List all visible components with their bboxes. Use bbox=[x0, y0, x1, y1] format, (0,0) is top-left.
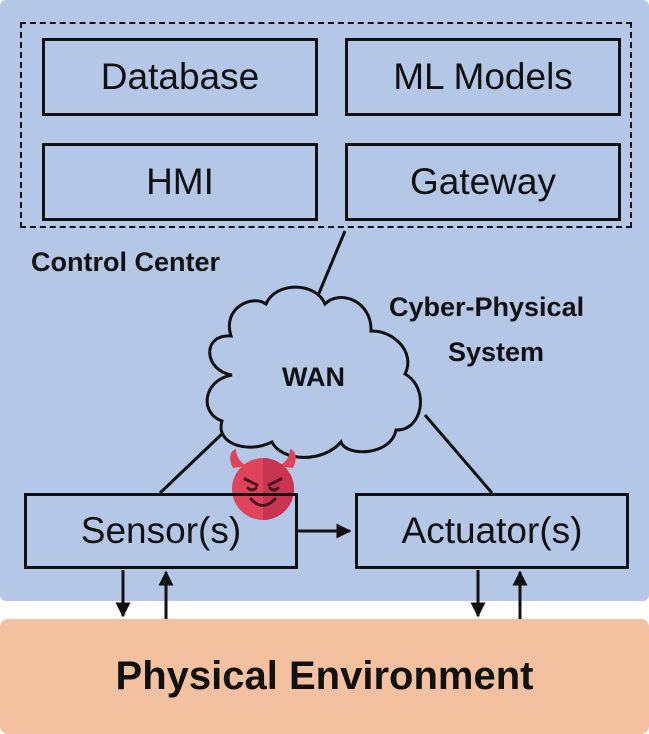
sensor-label: Sensor(s) bbox=[80, 510, 242, 551]
cps-label-line2: System bbox=[448, 337, 545, 367]
database-box: Database bbox=[42, 38, 318, 116]
hmi-box: HMI bbox=[42, 143, 318, 221]
gateway-box: Gateway bbox=[345, 143, 621, 221]
gateway-label: Gateway bbox=[409, 161, 556, 202]
wan-sensor-link bbox=[158, 430, 226, 495]
cloud-icon bbox=[205, 285, 422, 459]
sensor-box: Sensor(s) bbox=[24, 493, 298, 569]
actuator-box: Actuator(s) bbox=[355, 493, 629, 569]
control-center-label: Control Center bbox=[31, 247, 220, 277]
physical-environment-region bbox=[0, 619, 649, 734]
control-center-container bbox=[20, 22, 632, 228]
hmi-label: HMI bbox=[146, 161, 214, 202]
cps-label-line1: Cyber-Physical bbox=[389, 292, 585, 322]
ml-models-label: ML Models bbox=[393, 56, 573, 97]
devil-icon bbox=[230, 449, 296, 520]
wan-actuator-link bbox=[423, 414, 494, 494]
wan-label: WAN bbox=[282, 362, 345, 392]
actuator-label: Actuator(s) bbox=[401, 510, 583, 551]
ml-models-box: ML Models bbox=[345, 38, 621, 116]
physical-environment-label: Physical Environment bbox=[115, 654, 534, 698]
database-label: Database bbox=[100, 56, 260, 97]
gateway-wan-link bbox=[315, 230, 347, 299]
